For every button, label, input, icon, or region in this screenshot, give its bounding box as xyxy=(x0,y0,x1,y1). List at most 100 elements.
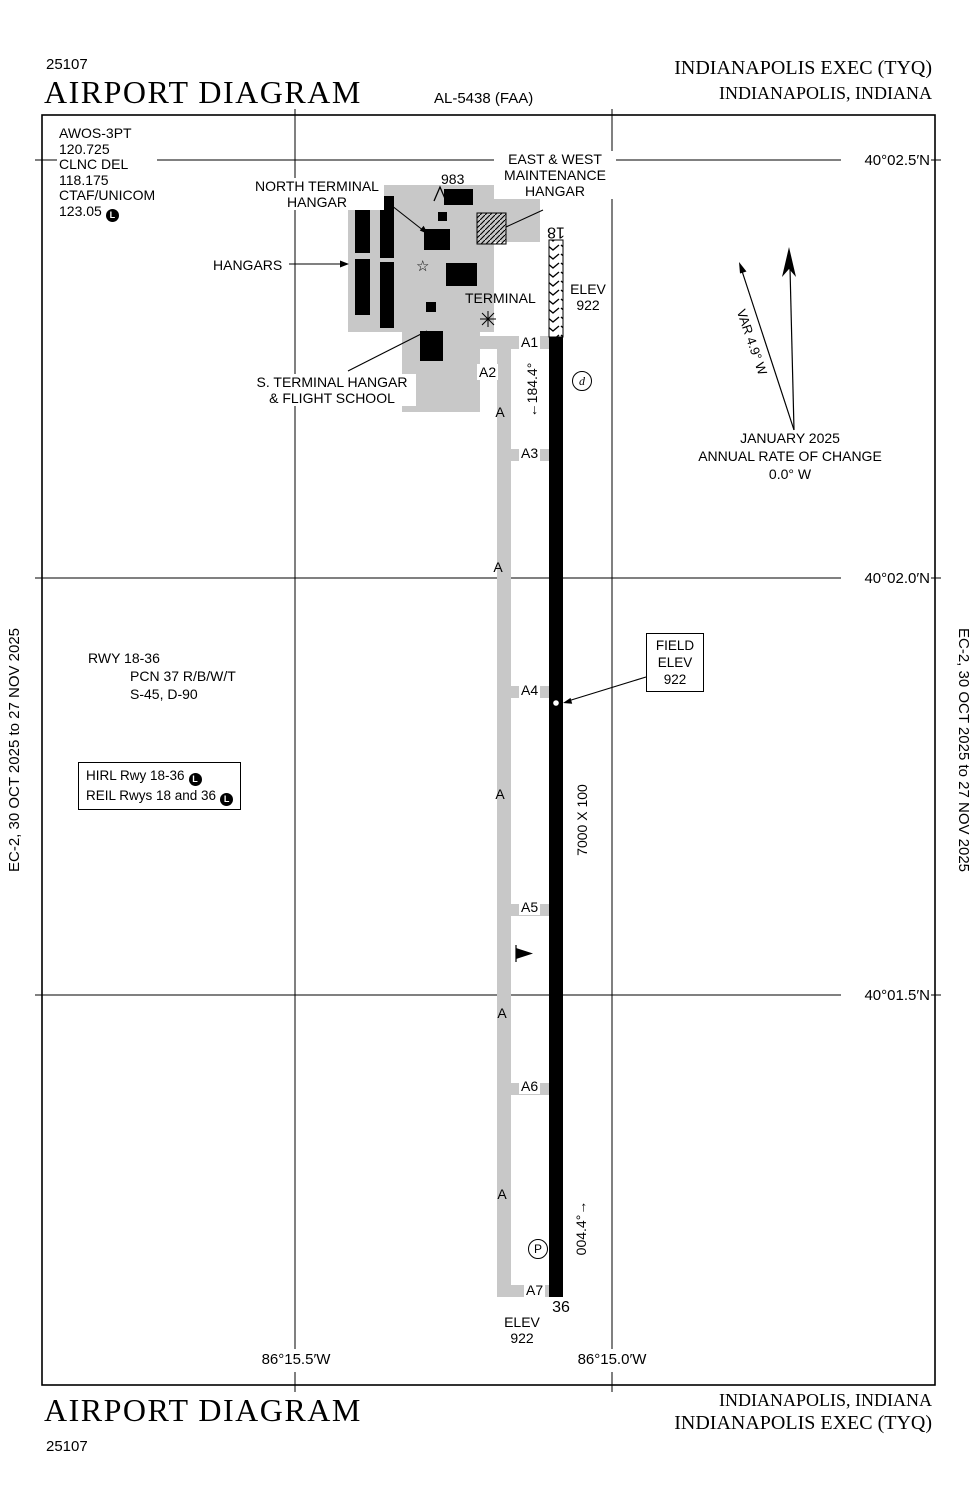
obstruction-icon xyxy=(433,185,447,202)
hatched-hangar-building xyxy=(476,212,507,245)
latitude-label-2: 40°02.0′N xyxy=(864,570,930,587)
elev-north-value: 922 xyxy=(576,297,600,313)
south-terminal-line1: S. TERMINAL HANGAR xyxy=(256,374,408,390)
awos-frequency: 120.725 xyxy=(59,140,110,157)
runway-18-elevation: ELEV 922 xyxy=(565,281,611,313)
north-arrows xyxy=(740,267,795,431)
true-north-arrow-line xyxy=(740,267,795,431)
longitude-label-2: 86°15.0′W xyxy=(577,1351,647,1368)
runway-data-line1: RWY 18-36 xyxy=(88,650,160,666)
clnc-del-frequency: 118.175 xyxy=(59,171,109,188)
field-elev-line1: FIELD xyxy=(655,638,695,653)
airport-city-top: INDIANAPOLIS, INDIANA xyxy=(719,83,932,103)
procedure-number-top: 25107 xyxy=(46,56,88,73)
runway-end-36-number: 36 xyxy=(552,1299,570,1316)
small-building-2 xyxy=(426,302,436,312)
hangars-label: HANGARS xyxy=(213,257,283,273)
runway-36-elevation: ELEV 922 xyxy=(498,1314,546,1346)
rate-of-change-label: ANNUAL RATE OF CHANGE xyxy=(698,448,882,464)
obstruction-elevation: 983 xyxy=(441,171,465,187)
beacon-star-icon: ☆ xyxy=(416,258,430,275)
field-elev-line3: 922 xyxy=(663,672,687,687)
leader-field-elev xyxy=(567,676,647,702)
comm-frequencies: AWOS-3PT 120.725 CLNC DEL 118.175 CTAF/U… xyxy=(57,125,158,222)
south-terminal-hangar-building xyxy=(420,331,443,361)
latitude-label-3: 40°01.5′N xyxy=(864,987,930,1004)
ctaf-unicom-label: CTAF/UNICOM xyxy=(59,187,156,203)
small-building-1 xyxy=(438,212,447,221)
arrowhead-field-elev xyxy=(563,697,573,704)
awos-label: AWOS-3PT xyxy=(59,125,132,141)
page-title-top: AIRPORT DIAGRAM xyxy=(44,74,362,110)
magnetic-north-arrow-line xyxy=(789,267,795,431)
hangar-row-east-2 xyxy=(380,262,394,328)
east-west-line1: EAST & WEST xyxy=(508,151,602,167)
taxiway-a-marker-2: A xyxy=(493,559,503,575)
arrowhead-north-terminal xyxy=(419,225,428,234)
taxiway-label-a5: A5 xyxy=(519,899,541,916)
leader-south-terminal xyxy=(347,330,428,372)
terminal-building xyxy=(446,263,477,286)
east-west-maintenance-hangar-building xyxy=(444,189,473,205)
east-west-line3: HANGAR xyxy=(525,183,585,199)
leader-arrowheads xyxy=(340,225,573,704)
runway-18-36 xyxy=(549,337,563,1297)
variation-date: JANUARY 2025 xyxy=(740,430,840,446)
taxiway-a-marker-1: A xyxy=(495,404,505,420)
south-terminal-line2: & FLIGHT SCHOOL xyxy=(269,390,395,406)
taxiway-label-a1: A1 xyxy=(519,334,541,351)
graticule-lines xyxy=(35,109,941,1392)
latitude-label-1: 40°02.5′N xyxy=(864,152,930,169)
reil-text: REIL Rwys 18 and 36 xyxy=(86,788,217,803)
field-elevation-point xyxy=(553,700,559,706)
hangar-row-west-1 xyxy=(355,197,370,253)
hangar-row-east-1 xyxy=(380,196,394,258)
hangar-row-west-2 xyxy=(355,259,370,315)
clnc-del-label: CLNC DEL xyxy=(59,156,129,172)
page-title-bottom: AIRPORT DIAGRAM xyxy=(44,1392,362,1428)
taxiway-label-a7: A7 xyxy=(524,1282,546,1299)
runway-data-block: RWY 18-36 PCN 37 R/B/W/T S-45, D-90 xyxy=(88,649,236,703)
leader-north-terminal xyxy=(381,197,425,232)
wind-cone-icon xyxy=(515,945,533,962)
runway-dimensions: 7000 X 100 xyxy=(574,784,590,856)
east-west-maintenance-hangar-label: EAST & WEST MAINTENANCE HANGAR xyxy=(494,151,616,199)
leader-lines xyxy=(289,197,647,702)
magnetic-north-arrowhead xyxy=(782,247,796,277)
hirl-lighting-icon: L xyxy=(188,773,202,786)
north-terminal-hangar-building xyxy=(424,229,450,250)
taxiway-a-marker-4: A xyxy=(497,1005,507,1021)
circled-d-symbol: d xyxy=(572,371,592,391)
taxiway-a-main xyxy=(497,336,511,1297)
longitude-label-1: 86°15.5′W xyxy=(261,1351,331,1368)
taxiway-label-a4: A4 xyxy=(519,682,541,699)
arrowhead-hangars xyxy=(340,260,349,268)
apron-taxiways xyxy=(348,185,549,1297)
effective-dates-left: EC-2, 30 OCT 2025 to 27 NOV 2025 xyxy=(6,627,23,873)
north-terminal-line1: NORTH TERMINAL xyxy=(255,178,379,194)
airport-name-bottom: INDIANAPOLIS EXEC (TYQ) xyxy=(674,1412,932,1434)
airport-name-top: INDIANAPOLIS EXEC (TYQ) xyxy=(674,57,932,79)
runway-heading-north: 004.4°→ xyxy=(573,1200,589,1256)
elev-south-label: ELEV xyxy=(504,1314,540,1330)
north-terminal-hangar-label: NORTH TERMINAL HANGAR xyxy=(250,178,384,210)
annual-rate-block: JANUARY 2025 ANNUAL RATE OF CHANGE 0.0° … xyxy=(690,429,890,483)
runway-data-line3: S-45, D-90 xyxy=(130,686,198,702)
procedure-number-bottom: 25107 xyxy=(46,1438,88,1455)
field-elev-line2: ELEV xyxy=(657,655,693,670)
lighted-wind-indicator-icon xyxy=(480,311,496,327)
effective-dates-right: EC-2, 30 OCT 2025 to 27 NOV 2025 xyxy=(955,627,972,873)
hirl-text: HIRL Rwy 18-36 xyxy=(86,768,185,783)
rate-of-change-value: 0.0° W xyxy=(768,466,812,482)
neatline-border xyxy=(41,114,936,1386)
chart-id: AL-5438 (FAA) xyxy=(434,90,534,107)
taxiway-a-marker-5: A xyxy=(497,1186,507,1202)
terminal-label: TERMINAL xyxy=(465,290,536,306)
true-north-arrowhead xyxy=(739,262,747,274)
field-elevation-box: FIELD ELEV 922 xyxy=(646,633,704,692)
ctaf-frequency-value: 123.05 xyxy=(59,202,102,219)
